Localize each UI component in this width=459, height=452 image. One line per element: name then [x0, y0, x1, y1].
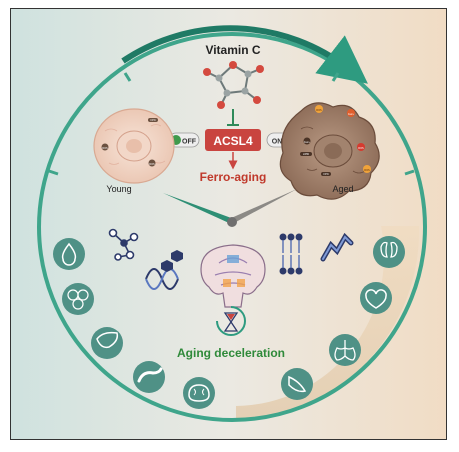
- lungs-icon: [329, 334, 361, 366]
- ferro-aging-label: Ferro-aging: [200, 170, 267, 184]
- cells-icon: [62, 283, 94, 315]
- young-label: Young: [106, 184, 131, 194]
- young-mark-2: ROS: [148, 159, 156, 167]
- dna-icon: [145, 250, 183, 290]
- pancreas-icon: [133, 361, 165, 393]
- vitamin-c-molecule-icon: [203, 61, 264, 109]
- aged-mark-2: Fe2+: [347, 109, 355, 117]
- heart-icon: [360, 282, 392, 314]
- molecule-network-icon: [108, 228, 139, 261]
- blood-drop-icon: [53, 238, 85, 270]
- aged-mark-5: ROS: [357, 143, 365, 151]
- on-label: ON: [272, 139, 283, 146]
- aged-mark-7: ROS: [363, 165, 371, 173]
- lipid-membrane-icon: [279, 233, 303, 275]
- aging-deceleration-label: Aging deceleration: [177, 346, 285, 360]
- aged-label: Aged: [332, 184, 353, 194]
- muscle-icon: [281, 368, 313, 400]
- aged-mark-6: FPN: [321, 172, 331, 176]
- aged-mark-4: LIPID: [300, 152, 312, 156]
- aged-mark-3: Fe2+: [303, 137, 311, 145]
- hourglass-icon: [216, 306, 246, 336]
- clock-circle: [37, 32, 427, 422]
- aged-cell: [279, 102, 380, 200]
- acsl4-box: [205, 129, 261, 151]
- clock-ticks: [48, 72, 415, 176]
- clock-hand-left: [163, 193, 234, 223]
- svg-text:ROS: ROS: [149, 163, 155, 166]
- liver-icon: [91, 327, 123, 359]
- young-cell-marks: ROS ROS FPN: [101, 118, 158, 167]
- aged-cell-marks: ROS Fe2+ Fe2+ LIPID ROS FPN ROS: [300, 105, 371, 176]
- clock-arrow: [121, 25, 368, 84]
- vitamin-c-label: Vitamin C: [205, 43, 260, 57]
- svg-text:FPN: FPN: [324, 173, 329, 176]
- svg-text:ROS: ROS: [364, 169, 370, 172]
- kidney-icon: [373, 236, 405, 268]
- svg-text:Fe2+: Fe2+: [304, 141, 310, 144]
- brain-icon: [183, 377, 215, 409]
- aged-mark-1: ROS: [315, 105, 323, 113]
- acsl4-label: ACSL4: [213, 134, 253, 148]
- svg-text:ROS: ROS: [316, 109, 322, 112]
- young-mark-1: ROS: [101, 143, 109, 151]
- svg-text:FPN: FPN: [151, 119, 156, 122]
- brain-section-icon: [200, 244, 266, 308]
- svg-text:Fe2+: Fe2+: [348, 113, 354, 116]
- clock-hand-right: [229, 189, 297, 223]
- figure-frame: Vitamin C ACSL4 OFF ON Ferro-aging: [10, 8, 447, 440]
- off-label: OFF: [182, 139, 197, 146]
- svg-text:ROS: ROS: [358, 147, 364, 150]
- svg-text:LIPID: LIPID: [303, 153, 309, 156]
- svg-text:ROS: ROS: [102, 147, 108, 150]
- protein-icon: [320, 232, 354, 262]
- young-mark-3: FPN: [148, 118, 158, 122]
- ferro-aging-diagram: Vitamin C ACSL4 OFF ON Ferro-aging: [11, 9, 446, 439]
- clock-center: [227, 217, 237, 227]
